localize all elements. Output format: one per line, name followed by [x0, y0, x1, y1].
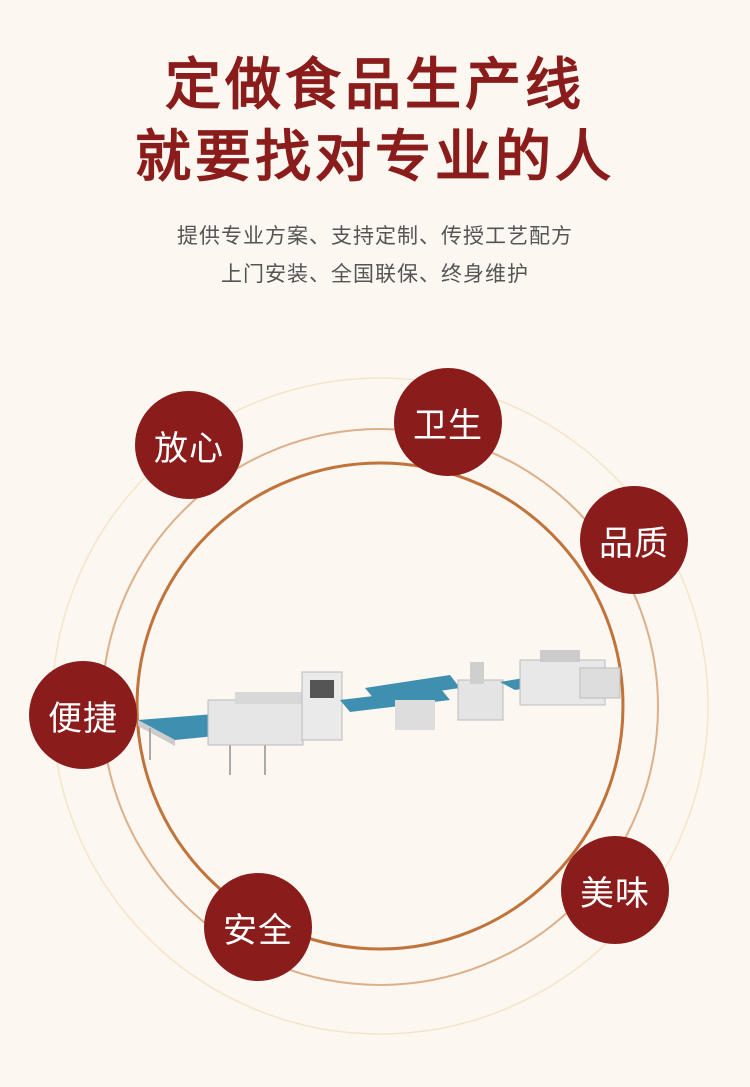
- badge-safety: 安全: [204, 873, 312, 981]
- subtitle-line1: 提供专业方案、支持定制、传授工艺配方: [177, 224, 573, 248]
- headline-line2: 就要找对专业的人: [135, 125, 615, 190]
- badge-convenience: 便捷: [29, 661, 137, 769]
- headline-line1: 定做食品生产线: [165, 53, 585, 118]
- badge-taste: 美味: [561, 836, 669, 944]
- badge-reassurance: 放心: [135, 391, 243, 499]
- badge-quality: 品质: [580, 486, 688, 594]
- subtitle-line2: 上门安装、全国联保、终身维护: [221, 262, 529, 286]
- badge-hygiene: 卫生: [394, 368, 502, 476]
- production-line-image: [138, 650, 621, 775]
- inner-ring: [135, 461, 625, 951]
